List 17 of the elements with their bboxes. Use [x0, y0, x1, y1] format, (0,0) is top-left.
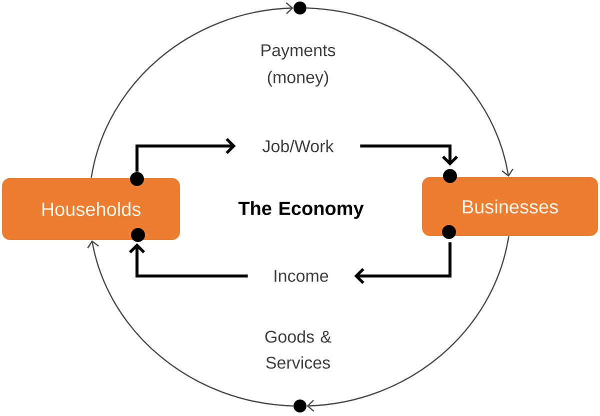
arc-arrow — [87, 240, 294, 407]
arc-arrow — [306, 7, 514, 177]
flow-label: Job/Work — [262, 140, 334, 152]
elbow-arrow — [136, 138, 236, 172]
flow-label: Payments (money) — [262, 44, 336, 87]
entity-box: Households — [2, 178, 180, 240]
flow-label: Income — [274, 270, 328, 282]
elbow-arrow — [354, 242, 452, 284]
arc-arrow — [306, 236, 510, 412]
entity-box: Businesses — [422, 177, 598, 236]
arc-arrow — [90, 2, 294, 178]
flow-label: Goods & Services — [265, 330, 332, 369]
junction-dot — [294, 2, 306, 14]
elbow-arrow — [360, 144, 458, 166]
elbow-arrow — [128, 243, 248, 278]
junction-dot — [294, 400, 306, 412]
center-label: The Economy — [238, 201, 364, 219]
